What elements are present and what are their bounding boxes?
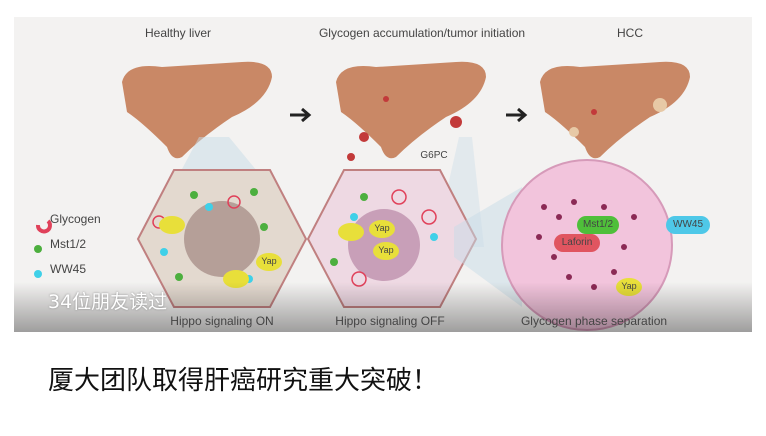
g6pc-label: G6PC	[420, 150, 448, 161]
stage-label-tumor-initiation: Glycogen accumulation/tumor initiation	[318, 26, 526, 40]
stage-label-healthy: Healthy liver	[144, 26, 212, 40]
yap-label: Yap	[621, 281, 637, 291]
legend-ww45: WW45	[50, 262, 86, 276]
arrow-icon	[290, 107, 312, 123]
article-image[interactable]: Healthy liver Glycogen accumulation/tumo…	[14, 17, 752, 332]
legend-glycogen: Glycogen	[50, 212, 101, 226]
read-count-overlay: 34位朋友读过	[48, 291, 168, 313]
legend-mst: Mst1/2	[50, 237, 87, 251]
stage-label-hcc: HCC	[617, 26, 643, 40]
bottom-label-hippo-on: Hippo signaling ON	[170, 314, 274, 328]
legend-markers	[34, 219, 52, 278]
yap-label: Yap	[378, 245, 394, 255]
bottom-label-phase-separation: Glycogen phase separation	[520, 314, 668, 328]
yap-label: Yap	[261, 256, 277, 266]
liver-diagram	[34, 61, 710, 331]
article-title[interactable]: 厦大团队取得肝癌研究重大突破！	[48, 366, 439, 396]
mst-label: Mst1/2	[582, 219, 614, 230]
laforin-label: Laforin	[561, 237, 593, 248]
bottom-label-hippo-off: Hippo signaling OFF	[335, 314, 445, 328]
ww45-label: WW45	[673, 219, 703, 230]
hcc-liver	[540, 61, 690, 159]
tumor-liver	[336, 61, 486, 161]
arrow-icon	[506, 107, 528, 123]
yap-label: Yap	[374, 223, 390, 233]
